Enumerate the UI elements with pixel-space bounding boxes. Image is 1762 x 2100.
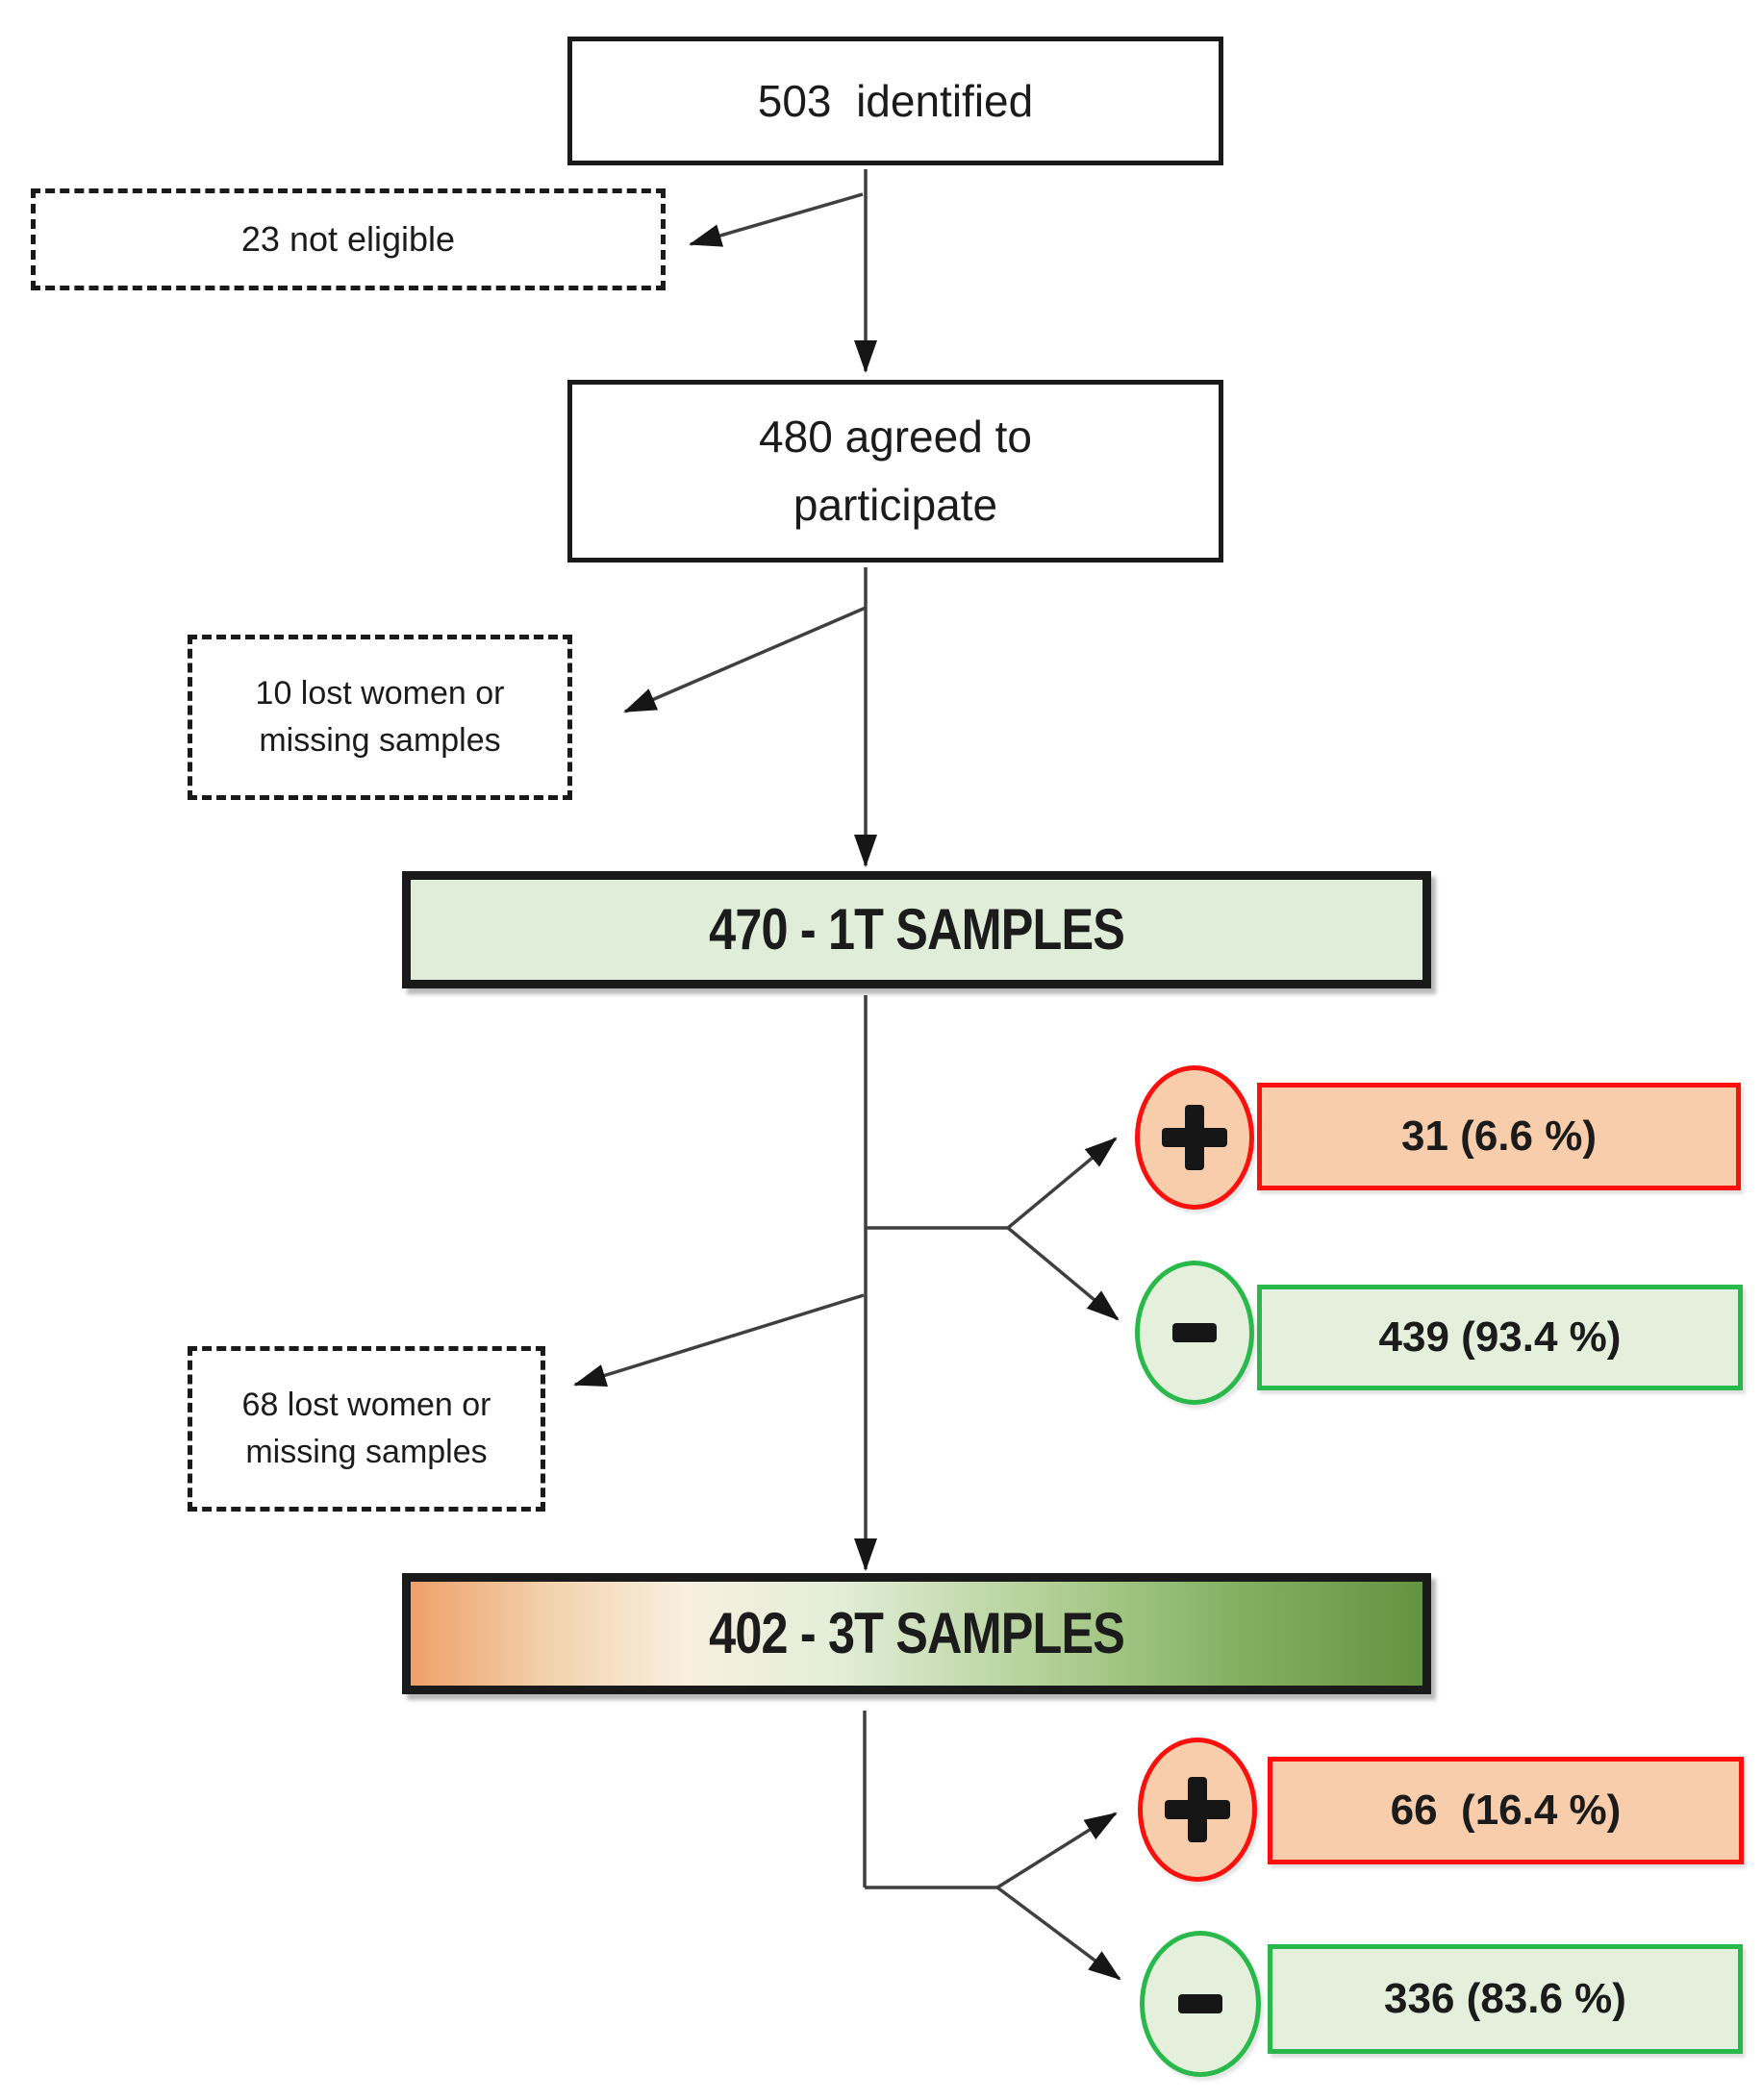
arrow-to-not-eligible	[689, 192, 864, 247]
node-not-eligible-label: 23 not eligible	[240, 218, 456, 259]
node-agreed-label: 480 agreed to participate	[759, 411, 1032, 530]
plus-icon	[1165, 1777, 1230, 1842]
arrow-3t-to-negative	[995, 1886, 1121, 1981]
minus-icon	[1178, 1994, 1222, 2013]
node-positive-3t-label: 66 (16.4 %)	[1390, 1787, 1622, 1835]
arrow-to-lost-3t	[573, 1293, 865, 1387]
node-agreed-to-participate: 480 agreed to participate	[567, 380, 1223, 562]
node-positive-1t-label: 31 (6.6 %)	[1401, 1112, 1597, 1161]
arrow-1t-to-negative	[1006, 1226, 1120, 1321]
positive-circle-1t	[1135, 1065, 1254, 1210]
node-1t-samples: 470 - 1T SAMPLES	[402, 871, 1431, 988]
node-lost-3t-label: 68 lost women or missing samples	[241, 1386, 491, 1470]
node-lost-3t: 68 lost women or missing samples	[188, 1346, 545, 1512]
node-3t-samples-label: 402 - 3T SAMPLES	[709, 1601, 1125, 1665]
node-identified-label: 503 identified	[757, 75, 1034, 126]
node-identified: 503 identified	[567, 37, 1223, 165]
node-1t-samples-label: 470 - 1T SAMPLES	[709, 897, 1125, 962]
arrow-to-lost-1t	[623, 606, 867, 713]
negative-circle-3t	[1140, 1931, 1261, 2077]
node-not-eligible: 23 not eligible	[31, 188, 666, 290]
node-positive-3t: 66 (16.4 %)	[1268, 1757, 1744, 1864]
negative-circle-1t	[1135, 1261, 1254, 1405]
node-lost-1t: 10 lost women or missing samples	[188, 635, 572, 800]
node-negative-1t-label: 439 (93.4 %)	[1378, 1313, 1622, 1362]
node-negative-3t-label: 336 (83.6 %)	[1384, 1975, 1626, 2023]
arrow-1t-to-positive	[1006, 1137, 1118, 1230]
node-negative-1t: 439 (93.4 %)	[1257, 1285, 1743, 1390]
node-3t-samples: 402 - 3T SAMPLES	[402, 1573, 1431, 1694]
node-positive-1t: 31 (6.6 %)	[1257, 1083, 1741, 1190]
plus-icon	[1162, 1105, 1227, 1170]
arrow-3t-to-positive	[996, 1812, 1118, 1889]
node-negative-3t: 336 (83.6 %)	[1268, 1944, 1743, 2054]
node-lost-1t-label: 10 lost women or missing samples	[255, 674, 505, 759]
positive-circle-3t	[1138, 1738, 1257, 1882]
minus-icon	[1172, 1323, 1217, 1342]
